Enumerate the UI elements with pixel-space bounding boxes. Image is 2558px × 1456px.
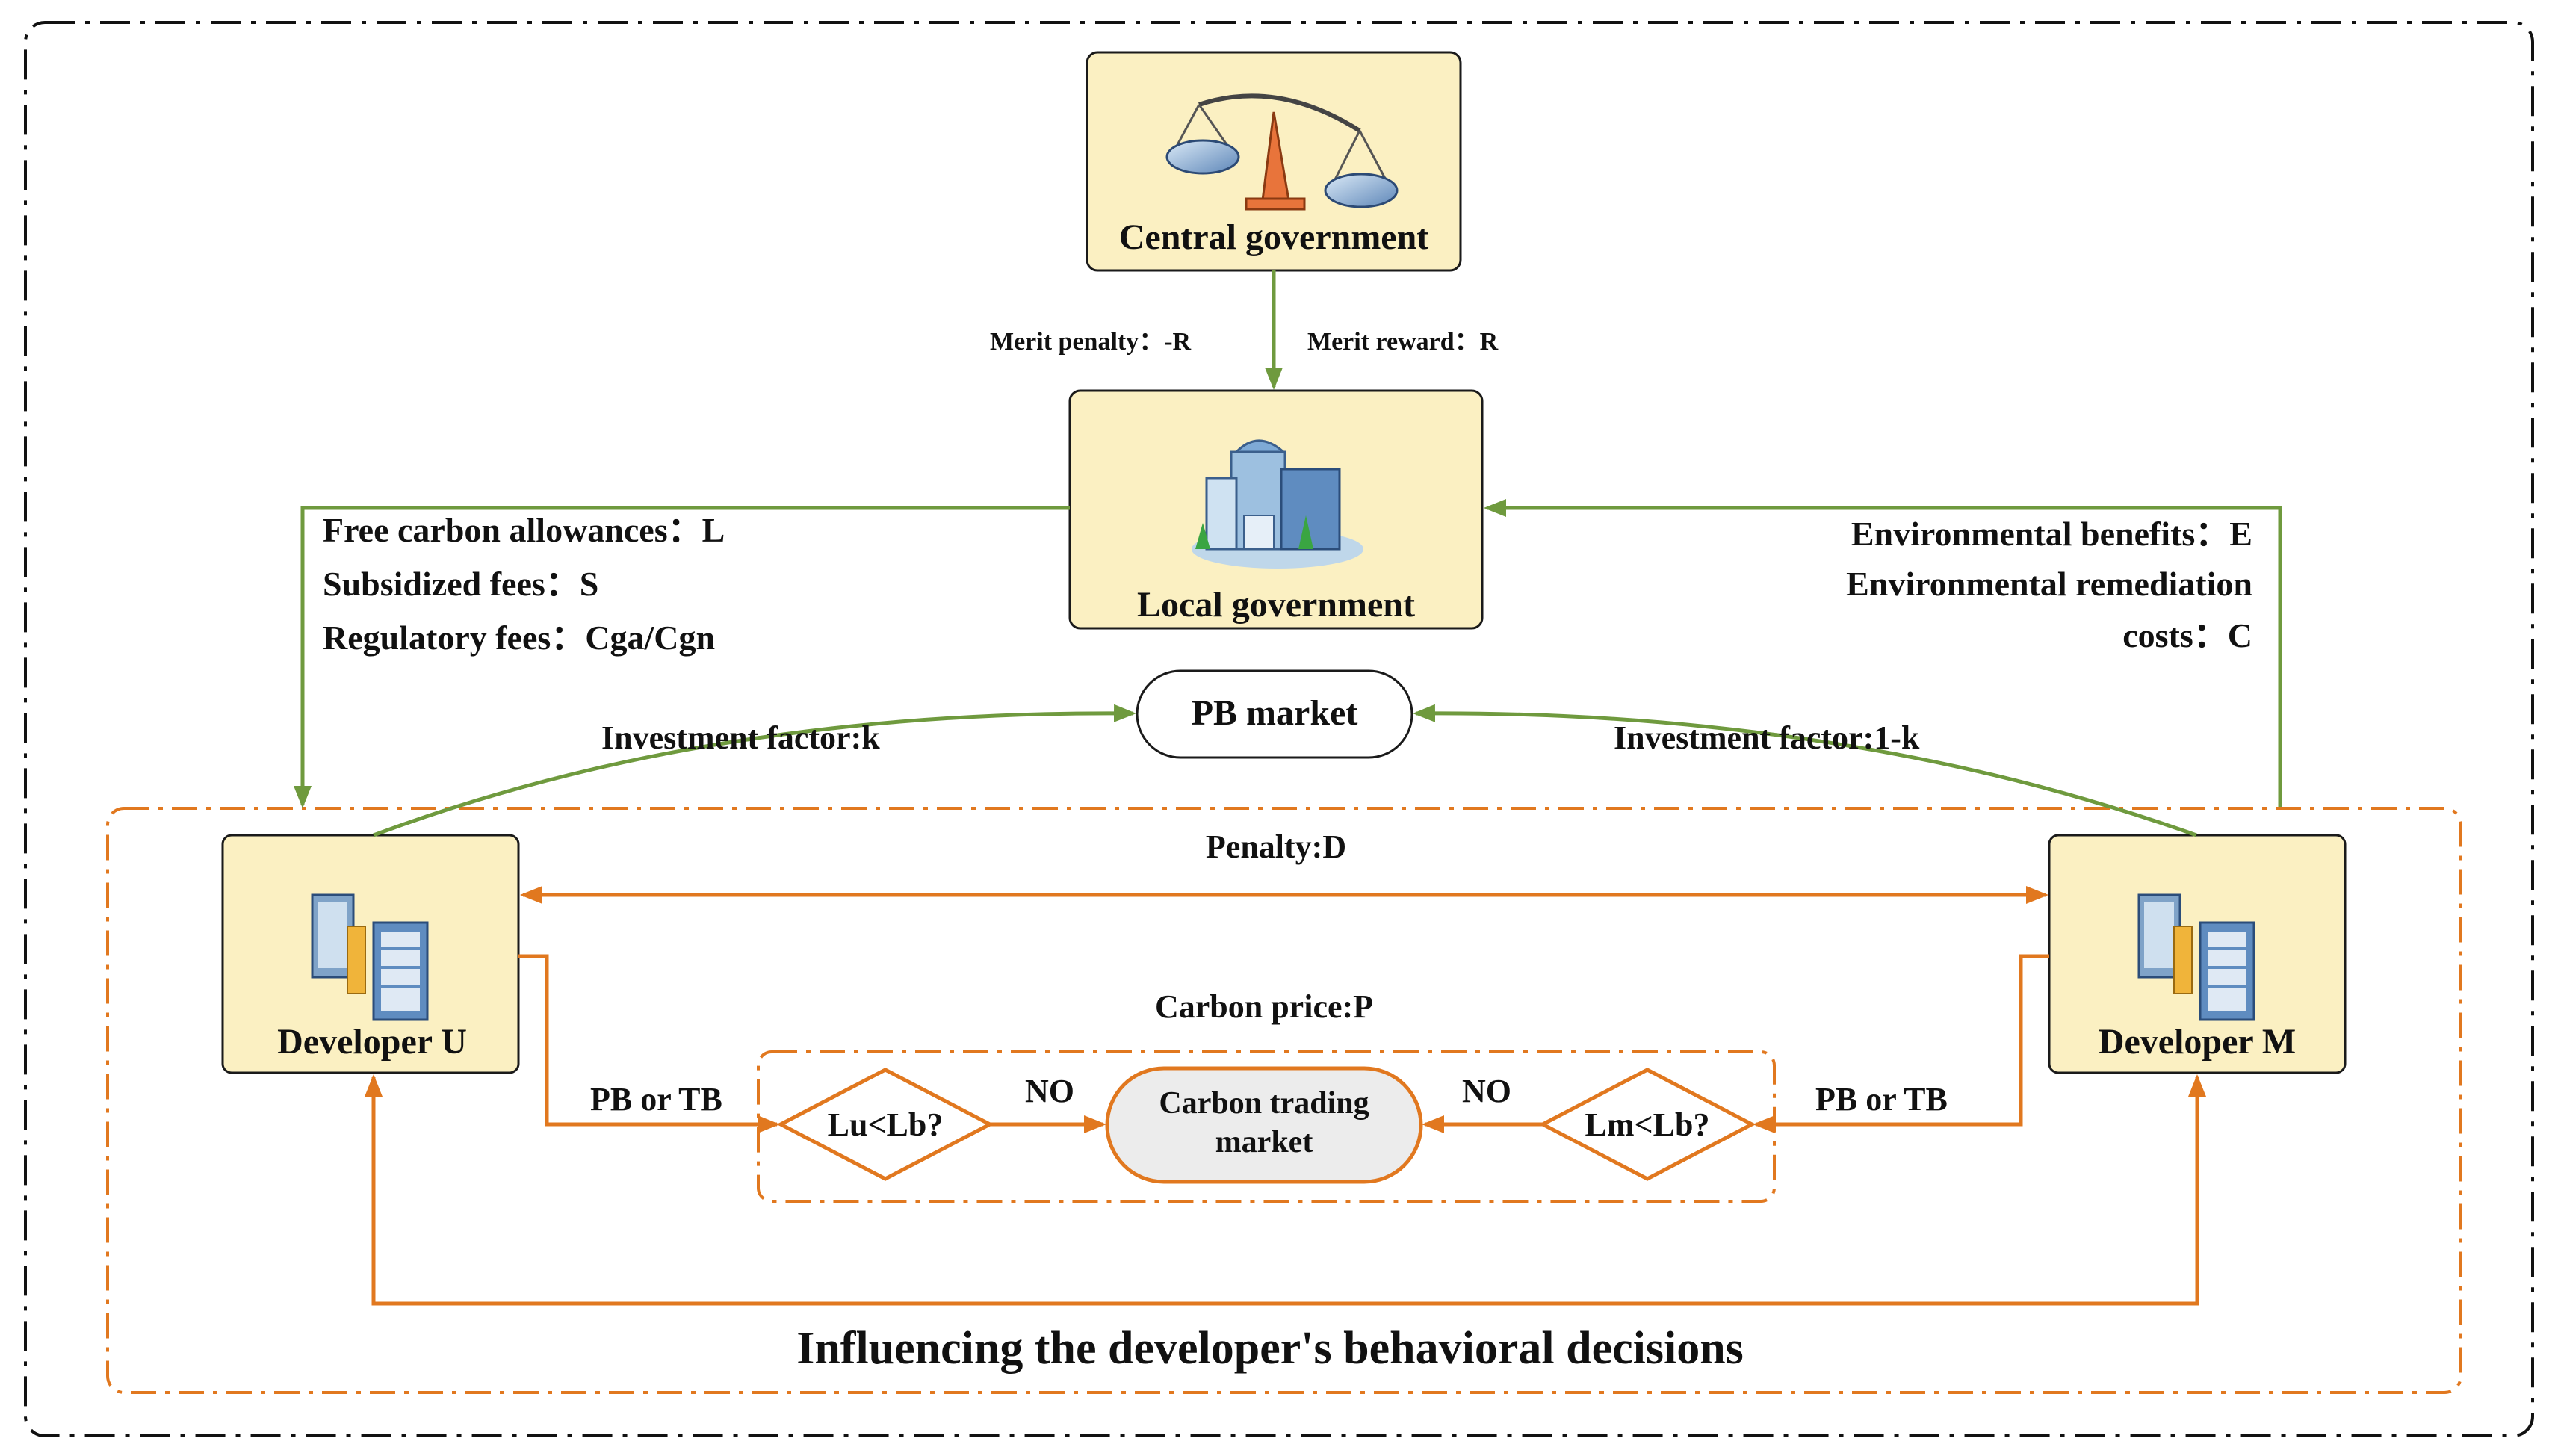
no-right-label: NO bbox=[1462, 1073, 1511, 1109]
pb-or-tb-right-label: PB or TB bbox=[1815, 1081, 1948, 1118]
central-government-label: Central government bbox=[1119, 217, 1429, 257]
local-government-node: Local government bbox=[1068, 389, 1484, 630]
central-government-node: Central government bbox=[1086, 51, 1462, 272]
outer-frame bbox=[24, 21, 2534, 1437]
developer-m-node: Developer M bbox=[2048, 834, 2347, 1074]
merit-penalty-label: Merit penalty：-R bbox=[990, 328, 1192, 356]
decision-u-node: Lu<Lb? bbox=[776, 1068, 994, 1181]
pb-market-node: PB market bbox=[1136, 669, 1413, 759]
developer-region-to-local-arrow bbox=[1484, 499, 2282, 807]
influence-caption: Influencing the developer's behavioral d… bbox=[796, 1323, 1744, 1374]
decision-m-node: Lm<Lb? bbox=[1538, 1068, 1756, 1181]
government-building-icon bbox=[1192, 439, 1363, 569]
investment-k-label: Investment factor:k bbox=[601, 719, 880, 756]
penalty-label: Penalty:D bbox=[1206, 828, 1346, 865]
pb-or-tb-left-label: PB or TB bbox=[590, 1081, 722, 1118]
carbon-market-label-line2: market bbox=[1215, 1125, 1313, 1159]
carbon-market-label-line1: Carbon trading bbox=[1159, 1086, 1369, 1121]
office-buildings-icon bbox=[311, 893, 429, 1021]
local-to-developer-u-arrow bbox=[294, 506, 1070, 808]
developer-m-to-decision-arrow bbox=[1753, 954, 2049, 1133]
subsidized-fees-label: Subsidized fees：S bbox=[323, 565, 598, 603]
developer-u-label: Developer U bbox=[277, 1022, 467, 1062]
local-government-label: Local government bbox=[1137, 585, 1415, 625]
developer-region bbox=[106, 807, 2462, 1394]
developer-u-node: Developer U bbox=[221, 834, 520, 1074]
developer-m-to-pb-market-arrow bbox=[1413, 704, 2197, 837]
free-allowances-label: Free carbon allowances：L bbox=[323, 511, 725, 549]
pb-market-label: PB market bbox=[1192, 693, 1358, 733]
env-benefits-label: Environmental benefits：E bbox=[1851, 515, 2252, 553]
developer-u-to-decision-arrow bbox=[518, 954, 780, 1133]
env-remediation-label-2: costs：C bbox=[2122, 616, 2252, 654]
decision-m-label: Lm<Lb? bbox=[1585, 1106, 1710, 1143]
no-left-label: NO bbox=[1025, 1073, 1074, 1109]
investment-1k-label: Investment factor:1-k bbox=[1614, 719, 1920, 756]
developer-u-to-pb-market-arrow bbox=[373, 704, 1136, 837]
carbon-price-label: Carbon price:P bbox=[1155, 988, 1373, 1025]
env-remediation-label-1: Environmental remediation bbox=[1846, 565, 2252, 603]
office-buildings-icon bbox=[2137, 893, 2255, 1021]
merit-reward-label: Merit reward：R bbox=[1307, 328, 1499, 356]
feedback-loop-arrows bbox=[365, 1074, 2206, 1306]
developer-m-label: Developer M bbox=[2099, 1022, 2296, 1062]
regulatory-fees-label: Regulatory fees：Cga/Cgn bbox=[323, 619, 715, 657]
carbon-trading-market-node: Carbon trading market bbox=[1105, 1066, 1423, 1184]
scales-icon bbox=[1165, 93, 1399, 211]
decision-u-label: Lu<Lb? bbox=[828, 1106, 944, 1143]
